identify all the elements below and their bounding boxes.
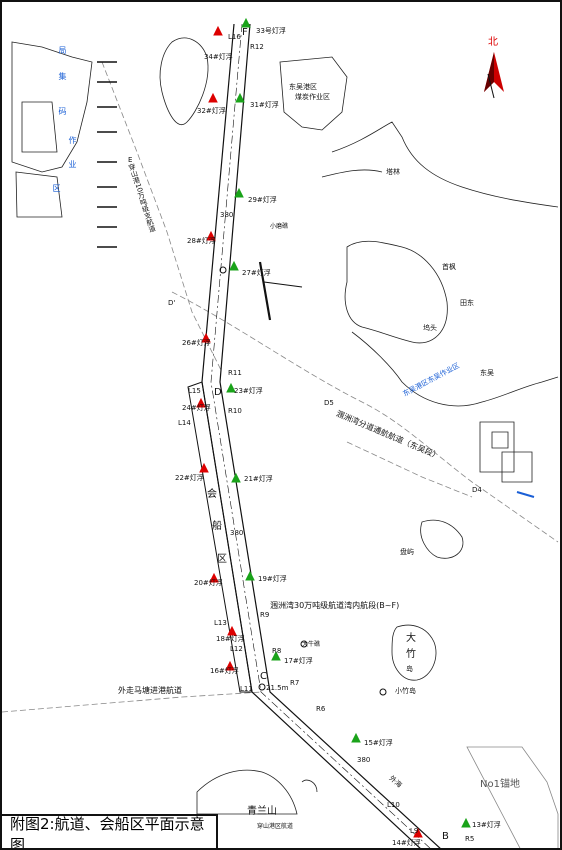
buoy-red-28: 28#灯浮 <box>187 237 216 245</box>
buoy-green-13: 13#灯浮 <box>472 821 501 829</box>
land-east <box>344 240 448 344</box>
town-label-2: 集 <box>58 72 67 80</box>
buoy-green-15: 15#灯浮 <box>364 739 393 747</box>
width-2: 380 <box>230 529 244 537</box>
width-1: 380 <box>220 211 234 219</box>
lead-r11: R11 <box>228 369 242 377</box>
point-d-prime: D' <box>168 299 176 307</box>
buoy-red-14: 14#灯浮 <box>392 839 421 847</box>
area-dongwu-cargo: 煤炭作业区 <box>295 93 330 101</box>
land-island-north <box>159 37 209 125</box>
depth-1: 21.5m <box>266 684 289 692</box>
lead-r6: R6 <box>316 705 326 713</box>
lead-r12: R12 <box>250 43 264 51</box>
area-xiaozhu: 小竹岛 <box>395 687 416 695</box>
town-label-5: 业 <box>68 160 77 168</box>
lead-r7: R7 <box>290 679 300 687</box>
buoy-green-17: 17#灯浮 <box>284 657 313 665</box>
area-talin: 塔林 <box>386 168 400 176</box>
lead-r5: R5 <box>465 835 475 843</box>
boundary-line-branch2 <box>346 441 473 498</box>
area-dazhu-2: 竹 <box>406 649 416 660</box>
area-dazhu-1: 大 <box>406 633 416 644</box>
point-b: B <box>442 831 449 842</box>
town-label-6: 区 <box>52 184 61 192</box>
width-3: 380 <box>357 756 371 764</box>
area-tiandong: 田东 <box>460 299 474 307</box>
buoy-red-22: 22#灯浮 <box>175 474 204 482</box>
land-town-west <box>11 41 93 173</box>
channel-edge-right <box>219 23 441 848</box>
land-dazhu <box>391 624 437 681</box>
point-c: C <box>260 671 267 682</box>
point-d: D <box>214 387 222 398</box>
buoy-red-18: 16#灯浮 <box>210 667 239 675</box>
land-panyu <box>420 519 464 559</box>
land-qinglanshan <box>196 769 298 815</box>
buoy-green-19: 19#灯浮 <box>258 575 287 583</box>
lead-r8: R8 <box>272 647 282 655</box>
marker-xiaomo: 小磨礁 <box>270 223 289 230</box>
area-anchorage: No1锚地 <box>480 779 520 790</box>
area-panyu: 盘屿 <box>400 548 414 556</box>
area-qinglanshan: 青兰山 <box>247 806 277 817</box>
lead-l12: L12 <box>230 645 243 653</box>
lead-r9: R9 <box>260 611 270 619</box>
point-e: E <box>128 156 133 164</box>
boundary-line-outer <box>2 691 263 713</box>
outer-channel-name: 外走马塘进港航道 <box>118 686 182 695</box>
north-label: 北 <box>488 37 498 48</box>
lead-l11: L11 <box>240 685 253 693</box>
area-dongwu: 东吴 <box>480 369 494 377</box>
point-f: F <box>242 27 248 38</box>
area-wuli: 坞头 <box>423 324 437 332</box>
lead-l9: L9 <box>410 827 419 835</box>
buoy-green-23: 23#灯浮 <box>234 387 263 395</box>
point-d4: D4 <box>472 486 482 494</box>
meeting-area-3: 区 <box>217 554 227 565</box>
north-arrow <box>484 52 504 99</box>
buoy-red-24: 24#灯浮 <box>182 404 211 412</box>
meeting-area-2: 船 <box>212 521 222 532</box>
area-shoufeng: 首枫 <box>442 263 456 271</box>
buoy-red-18a: 18#灯浮 <box>216 635 245 643</box>
area-dazhu-3: 岛 <box>406 665 413 673</box>
lead-l15: L15 <box>188 387 201 395</box>
anchorage-box <box>466 746 559 848</box>
buoy-green-29: 29#灯浮 <box>248 196 277 204</box>
bottom-channel-name: 穿山港区航道 <box>257 823 294 830</box>
buoy-red-26: 26#灯浮 <box>182 339 211 347</box>
lead-r10: R10 <box>228 407 242 415</box>
land-dongwu-port <box>279 56 348 131</box>
buoy-green-21: 21#灯浮 <box>244 475 273 483</box>
buoys-red <box>196 25 423 838</box>
buoy-red-34: 34#灯浮 <box>204 53 233 61</box>
town-label-3: 码 <box>58 107 67 115</box>
lead-l14: L14 <box>178 419 191 427</box>
lead-l13: L13 <box>214 619 227 627</box>
point-d5: D5 <box>324 399 334 407</box>
lead-l10: L10 <box>387 801 400 809</box>
buoy-red-20: 20#灯浮 <box>194 579 223 587</box>
channel-centerline <box>210 23 431 848</box>
main-channel-name: 涠洲湾30万吨级航道湾内航段(B~F) <box>270 601 400 610</box>
meeting-area <box>187 381 253 693</box>
meeting-area-1: 会 <box>207 489 217 500</box>
map-caption: 附图2:航道、会船区平面示意图 <box>2 814 218 848</box>
marker-daniu: 大牛礁 <box>302 641 321 648</box>
town-label-4: 作 <box>68 136 77 144</box>
area-dongwu-port: 东吴港区 <box>289 83 317 91</box>
boundary-line-d <box>171 291 559 543</box>
buoy-green-33: 33号灯浮 <box>256 27 286 35</box>
town-label-1: 局 <box>58 46 67 54</box>
buoys-green <box>226 17 471 828</box>
lead-l16: L16 <box>228 33 241 41</box>
buoy-green-31: 31#灯浮 <box>250 101 279 109</box>
buoy-green-27: 27#灯浮 <box>242 269 271 277</box>
boundary-line-e <box>101 61 223 373</box>
buoy-red-32: 32#灯浮 <box>197 107 226 115</box>
